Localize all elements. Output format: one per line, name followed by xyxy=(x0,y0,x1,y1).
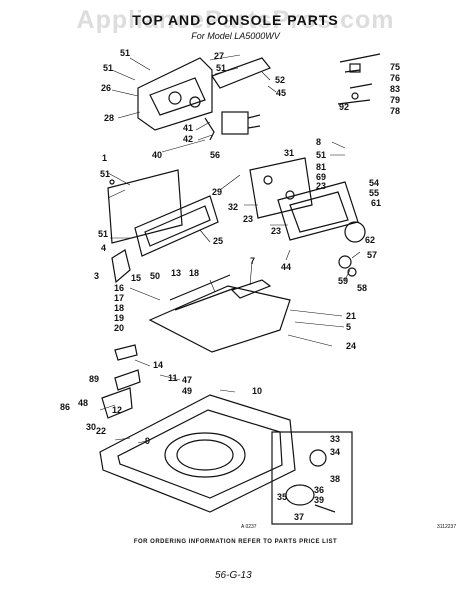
callout-58: 58 xyxy=(357,283,368,293)
callout-28: 28 xyxy=(104,113,115,123)
callout-47: 47 xyxy=(182,375,193,385)
callout-22: 22 xyxy=(96,426,107,436)
callout-7: 7 xyxy=(250,256,256,266)
callout-23: 23 xyxy=(316,181,327,191)
callout-75: 75 xyxy=(390,62,401,72)
callout-42: 42 xyxy=(183,134,194,144)
callout-81: 81 xyxy=(316,162,327,172)
watermark: AppliancePartsPros.com xyxy=(76,6,395,34)
callout-21: 21 xyxy=(346,311,357,321)
callout-50: 50 xyxy=(150,271,161,281)
callout-92: 92 xyxy=(339,102,350,112)
callout-69: 69 xyxy=(316,172,327,182)
callout-4: 4 xyxy=(101,243,107,253)
callout-78: 78 xyxy=(390,106,401,116)
console-rear-panel xyxy=(211,57,271,89)
callout-14: 14 xyxy=(153,360,164,370)
callout-12: 12 xyxy=(112,405,123,415)
callout-1: 1 xyxy=(102,153,108,163)
switch-plate xyxy=(249,157,313,219)
hinge-parts xyxy=(101,344,141,419)
callout-16: 16 xyxy=(114,283,125,293)
callout-51: 51 xyxy=(120,48,131,58)
callout-61: 61 xyxy=(371,198,382,208)
callout-48: 48 xyxy=(78,398,89,408)
knob-assembly xyxy=(338,221,366,277)
callout-32: 32 xyxy=(228,202,239,212)
callout-51: 51 xyxy=(216,63,227,73)
callout-55: 55 xyxy=(369,188,380,198)
model-line: For Model LA5000WV xyxy=(191,31,280,41)
callout-13: 13 xyxy=(171,268,182,278)
lid xyxy=(148,274,291,353)
callout-36: 36 xyxy=(314,485,325,495)
callout-51: 51 xyxy=(316,150,327,160)
callout-49: 49 xyxy=(182,386,193,396)
callout-26: 26 xyxy=(101,83,112,93)
control-panel-board xyxy=(107,169,183,244)
page-title: TOP AND CONSOLE PARTS xyxy=(132,12,339,28)
console-front-panel xyxy=(134,195,219,257)
detail-box-parts xyxy=(337,53,381,105)
callout-51: 51 xyxy=(103,63,114,73)
art-code: A 0237 xyxy=(241,524,257,530)
callout-23: 23 xyxy=(243,214,254,224)
callout-8: 8 xyxy=(316,137,322,147)
washer-top xyxy=(99,394,296,513)
side-bracket xyxy=(111,249,131,284)
callout-62: 62 xyxy=(365,235,376,245)
callout-79: 79 xyxy=(390,95,401,105)
callout-45: 45 xyxy=(276,88,287,98)
leader-lines xyxy=(99,54,361,444)
callout-31: 31 xyxy=(284,148,295,158)
callout-11: 11 xyxy=(168,373,178,383)
callout-17: 17 xyxy=(114,293,125,303)
callout-27: 27 xyxy=(214,51,225,61)
callout-51: 51 xyxy=(98,229,109,239)
callout-23: 23 xyxy=(271,226,282,236)
callout-37: 37 xyxy=(294,512,305,522)
callout-56: 56 xyxy=(210,150,221,160)
callout-86: 86 xyxy=(60,402,71,412)
pump-detail-box xyxy=(271,431,353,525)
callout-40: 40 xyxy=(152,150,163,160)
callout-33: 33 xyxy=(330,434,341,444)
callout-20: 20 xyxy=(114,323,125,333)
callout-9: 9 xyxy=(145,436,151,446)
footer-note: FOR ORDERING INFORMATION REFER TO PARTS … xyxy=(133,539,338,545)
callout-39: 39 xyxy=(314,495,325,505)
callout-83: 83 xyxy=(390,84,401,94)
timer xyxy=(204,111,261,141)
callout-44: 44 xyxy=(281,262,292,272)
callout-18: 18 xyxy=(114,303,125,313)
callout-51: 51 xyxy=(100,169,111,179)
callout-89: 89 xyxy=(89,374,100,384)
callout-38: 38 xyxy=(330,474,341,484)
callout-3: 3 xyxy=(94,271,100,281)
callout-15: 15 xyxy=(131,273,142,283)
callout-52: 52 xyxy=(275,75,286,85)
callout-41: 41 xyxy=(183,123,194,133)
callout-24: 24 xyxy=(346,341,357,351)
callout-25: 25 xyxy=(213,236,224,246)
callout-59: 59 xyxy=(338,276,349,286)
callout-30: 30 xyxy=(86,422,97,432)
callout-19: 19 xyxy=(114,313,125,323)
console-bracket xyxy=(137,57,213,131)
callout-57: 57 xyxy=(367,250,378,260)
page-code: 56-G-13 xyxy=(215,570,252,581)
callout-35: 35 xyxy=(277,492,288,502)
callout-18: 18 xyxy=(189,268,200,278)
side-code: 3112237 xyxy=(437,524,457,530)
callout-5: 5 xyxy=(346,322,352,332)
callout-76: 76 xyxy=(390,73,401,83)
callout-29: 29 xyxy=(212,187,223,197)
callout-54: 54 xyxy=(369,178,380,188)
callout-10: 10 xyxy=(252,386,263,396)
callout-34: 34 xyxy=(330,447,341,457)
